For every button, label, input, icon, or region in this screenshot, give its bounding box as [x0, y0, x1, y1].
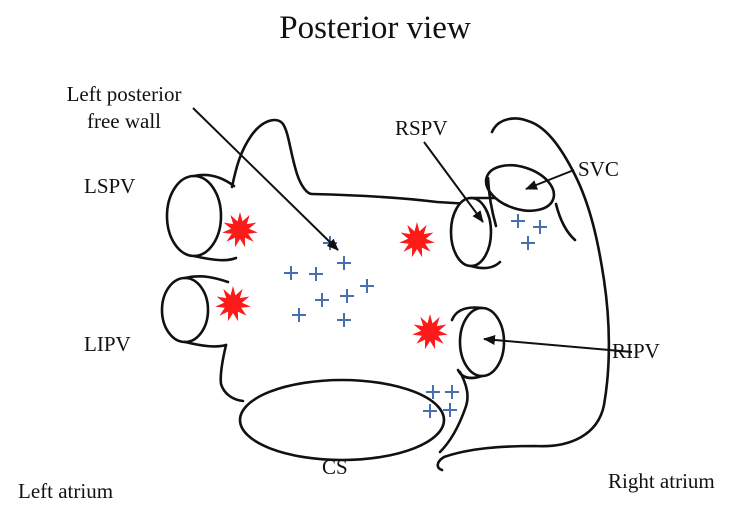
label-left-atrium: Left atrium	[18, 479, 113, 503]
cs-vessel	[240, 380, 444, 460]
lspv-vessel	[167, 176, 221, 256]
blue-plus-icon	[445, 385, 459, 399]
red-burst-icon	[215, 286, 251, 321]
diagram-title: Posterior view	[279, 10, 471, 46]
blue-plus-icon	[360, 279, 374, 293]
label-lipv: LIPV	[84, 332, 131, 356]
blue-plus-icon	[337, 256, 351, 270]
blue-plus-icon	[533, 220, 547, 234]
label-lspv: LSPV	[84, 174, 135, 198]
red-burst-group	[215, 212, 448, 349]
label-left-posterior-1: Left posterior	[67, 82, 182, 106]
blue-plus-icon	[426, 385, 440, 399]
red-burst-icon	[412, 314, 448, 349]
blue-plus-icon	[340, 289, 354, 303]
label-right-atrium: Right atrium	[608, 469, 715, 493]
rspv-arrow	[424, 142, 483, 222]
label-left-posterior-2: free wall	[87, 109, 161, 133]
label-svc: SVC	[578, 157, 619, 181]
ripv-vessel	[460, 308, 504, 376]
blue-plus-icon	[292, 308, 306, 322]
label-rspv: RSPV	[395, 116, 448, 140]
label-cs: CS	[322, 455, 348, 479]
lipv-vessel	[162, 278, 208, 342]
blue-plus-icon	[309, 267, 323, 281]
blue-plus-icon	[315, 293, 329, 307]
blue-plus-icon	[521, 236, 535, 250]
blue-plus-icon	[284, 266, 298, 280]
blue-plus-icon	[337, 313, 351, 327]
rspv-vessel	[451, 198, 491, 266]
blue-plus-icon	[511, 214, 525, 228]
label-ripv: RIPV	[612, 339, 660, 363]
red-burst-icon	[222, 212, 258, 247]
blue-plus-icon	[443, 403, 457, 417]
red-burst-icon	[399, 222, 435, 257]
